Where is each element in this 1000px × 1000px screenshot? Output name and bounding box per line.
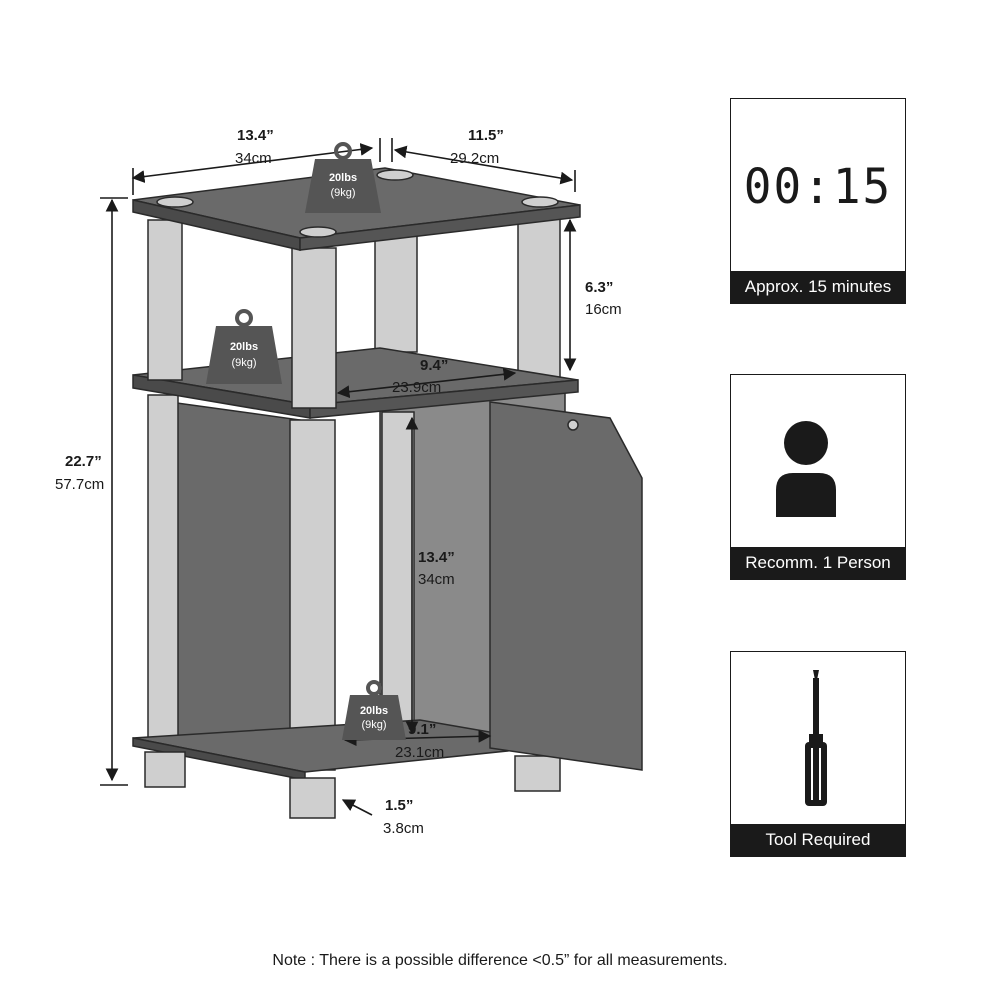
dimension-labels: 13.4” 34cm 11.5” 29.2cm 22.7” 57.7cm 6.3… [55, 127, 622, 837]
cabinet-diagram: 13.4” 34cm 11.5” 29.2cm 22.7” 57.7cm 6.3… [55, 127, 643, 837]
leg-height-cm-label: 3.8cm [383, 820, 424, 837]
post-left-front [289, 419, 336, 771]
weight-kg: (9kg) [330, 187, 355, 199]
top-shelf-hole [521, 196, 559, 208]
leg-front-bottom [289, 777, 336, 819]
timer-icon: 00:15 [731, 99, 905, 271]
weight-kg: (9kg) [231, 357, 256, 369]
measurement-note: Note : There is a possible difference <0… [272, 952, 728, 969]
leg-front-top [291, 247, 337, 409]
middle-shelf-width-in-label: 9.4” [420, 357, 448, 374]
person-icon [776, 421, 836, 517]
weight-lbs: 20lbs [360, 705, 388, 717]
leg-height-in-label: 1.5” [385, 797, 413, 814]
top-shelf-height-in-label: 6.3” [585, 279, 613, 296]
assembly-time-caption: Approx. 15 minutes [731, 271, 905, 303]
screwdriver-icon [805, 670, 827, 806]
top-shelf-hole [376, 169, 414, 181]
people-caption: Recomm. 1 Person [731, 547, 905, 579]
top-shelf-hole [156, 196, 194, 208]
tool-caption: Tool Required [731, 824, 905, 856]
depth-cm-label: 29.2cm [450, 150, 499, 167]
leg-back-left-top [374, 231, 418, 353]
weight-badge-bottom: 20lbs (9kg) [342, 680, 406, 740]
depth-in-label: 11.5” [468, 127, 504, 144]
post-middle [381, 411, 415, 743]
door-knob [567, 419, 579, 431]
weight-lbs: 20lbs [230, 341, 258, 353]
width-cm-label: 34cm [235, 150, 272, 167]
bottom-width-cm-label: 23.1cm [395, 744, 444, 761]
height-cm-label: 57.7cm [55, 476, 104, 493]
cabinet-height-in-label: 13.4” [418, 549, 455, 566]
timer-display: 00:15 [743, 157, 893, 215]
assembly-time-box: 00:15 Approx. 15 minutes [730, 98, 906, 304]
weight-badge-top: 20lbs (9kg) [305, 142, 381, 213]
weight-kg: (9kg) [361, 719, 386, 731]
cabinet-illustration [132, 167, 643, 819]
top-shelf-edge-right [299, 204, 581, 251]
post-left-outer [147, 394, 179, 746]
tool-box: Tool Required [730, 651, 906, 857]
weight-badge-middle: 20lbs (9kg) [206, 309, 282, 384]
width-in-label: 13.4” [237, 127, 274, 144]
leg-back-right-top [517, 211, 561, 381]
top-shelf-height-cm-label: 16cm [585, 301, 622, 318]
cabinet-height-cm-label: 34cm [418, 571, 455, 588]
bottom-width-in-label: 9.1” [408, 721, 436, 738]
top-shelf-hole [299, 226, 337, 238]
leg-front-left-bottom [144, 751, 186, 788]
leg-front-left-top [147, 219, 183, 381]
cabinet-door [489, 401, 643, 771]
people-box: Recomm. 1 Person [730, 374, 906, 580]
leg-right-bottom [514, 755, 561, 792]
middle-shelf-width-cm-label: 23.9cm [392, 379, 441, 396]
height-in-label: 22.7” [65, 453, 102, 470]
weight-lbs: 20lbs [329, 172, 357, 184]
